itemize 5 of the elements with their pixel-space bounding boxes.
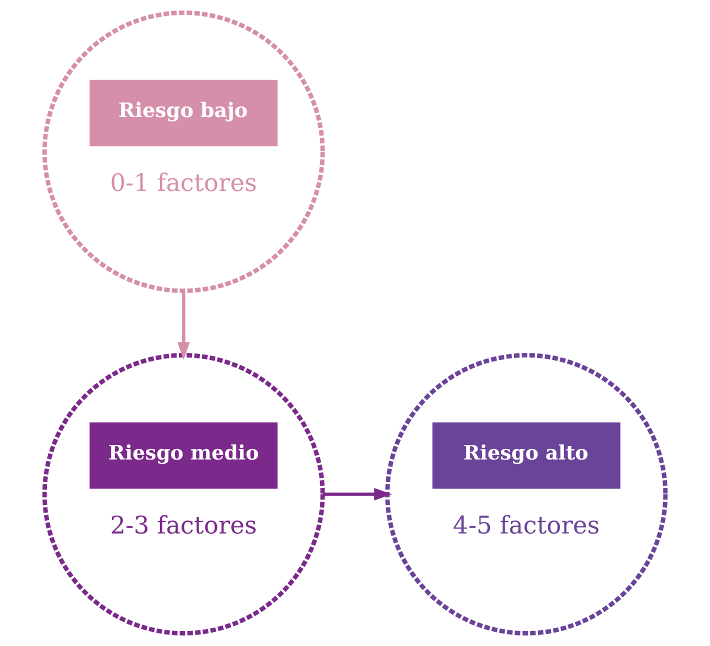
arrow	[177, 291, 190, 360]
node-circle: Riesgo medio 2-3 factores	[42, 353, 325, 636]
node-circle: Riesgo alto 4-5 factores	[385, 353, 668, 636]
node-circle: Riesgo bajo 0-1 factores	[42, 10, 325, 293]
arrow	[322, 488, 392, 500]
